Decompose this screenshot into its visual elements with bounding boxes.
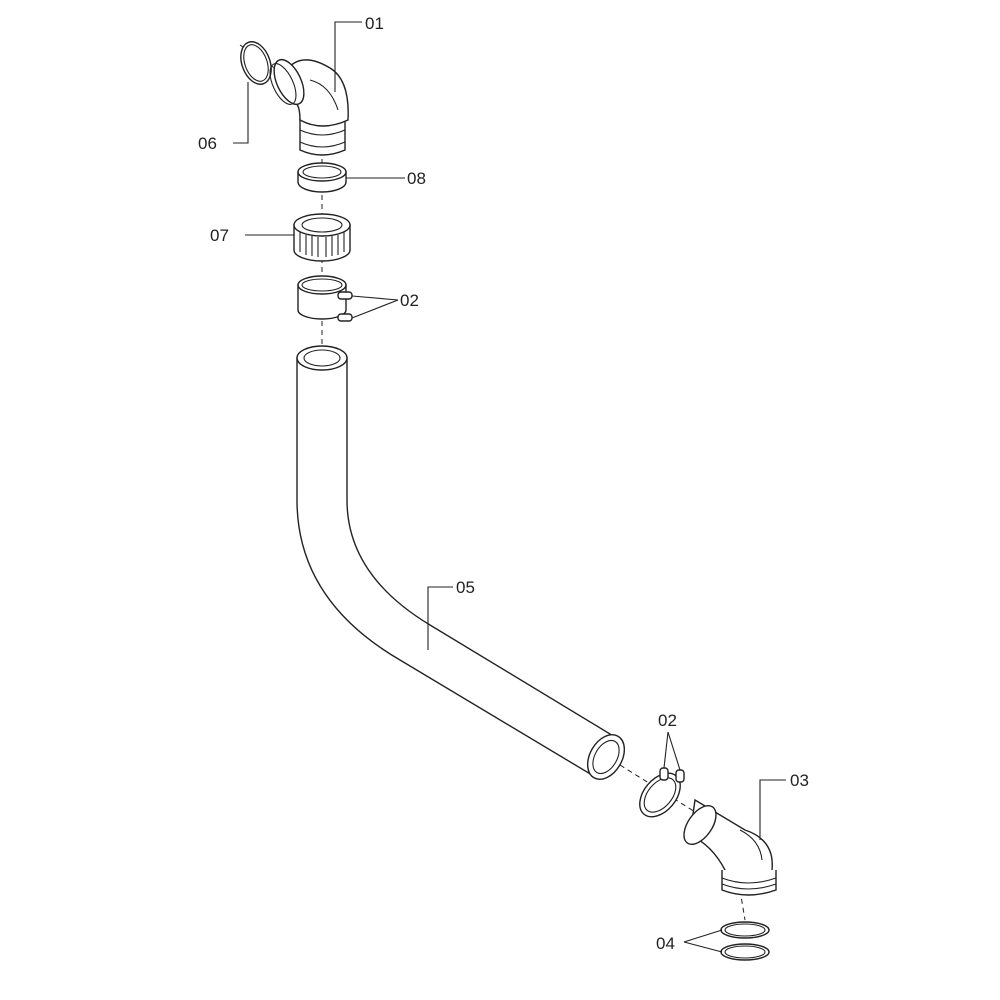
- label-08: 08: [407, 169, 426, 188]
- o-rings-04: [720, 921, 770, 961]
- label-04: 04: [656, 934, 675, 953]
- label-07: 07: [210, 226, 229, 245]
- o-ring-06: [240, 41, 272, 85]
- pipe-05: [296, 345, 626, 780]
- leader-lines: [233, 21, 786, 953]
- label-02-bottom: 02: [658, 711, 677, 730]
- label-02-top: 02: [400, 291, 419, 310]
- label-05: 05: [456, 578, 475, 597]
- elbow-03: [683, 798, 777, 896]
- ring-08: [297, 162, 347, 193]
- clamp-02-bottom: [639, 767, 685, 818]
- label-03: 03: [790, 771, 809, 790]
- elbow-01: [269, 58, 349, 156]
- label-06: 06: [198, 134, 217, 153]
- nut-07: [293, 213, 351, 262]
- clamp-02-top: [297, 275, 353, 322]
- label-01: 01: [365, 14, 384, 33]
